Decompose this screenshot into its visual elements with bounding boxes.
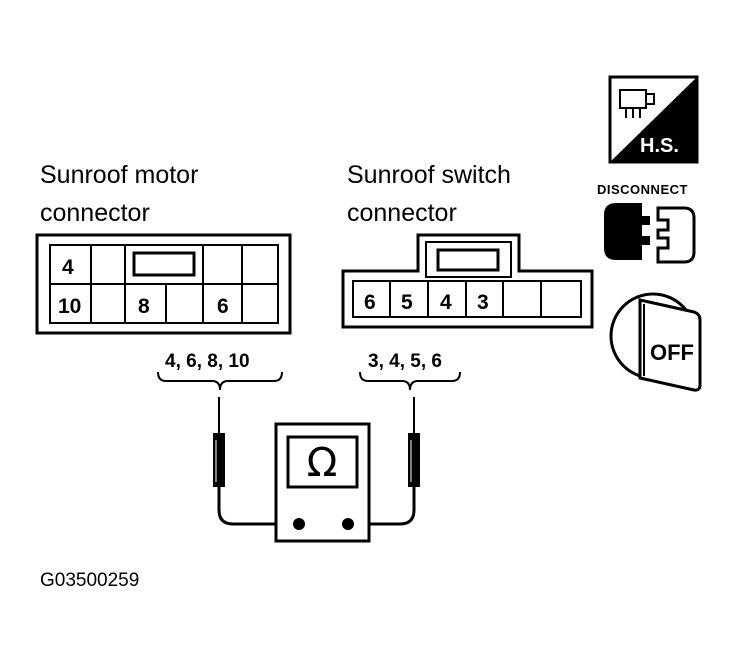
- switch-brace: [359, 371, 461, 391]
- motor-test-pins: 4, 6, 8, 10: [165, 351, 250, 372]
- switch-connector-label-line2: connector: [347, 199, 457, 227]
- motor-connector-label-line2: connector: [40, 199, 150, 227]
- ohmmeter-group: Ω: [213, 397, 420, 543]
- right-probe: [408, 397, 420, 487]
- motor-connector-group: Sunroof motor connector 4 10 8 6 4, 6, 8…: [35, 161, 292, 391]
- switch-connector-group: Sunroof switch connector 6 5 4 3 3, 4, 5…: [341, 161, 594, 391]
- motor-pin-6: 6: [217, 295, 229, 318]
- disconnect-plug-left: [604, 203, 650, 260]
- motor-pin-10: 10: [58, 295, 81, 318]
- switch-pin-3: 3: [477, 291, 489, 314]
- hs-label: H.S.: [640, 135, 679, 157]
- ohmmeter-terminal-right: [342, 518, 354, 530]
- switch-connector-label-line1: Sunroof switch: [347, 161, 511, 189]
- ohmmeter-terminal-left: [293, 518, 305, 530]
- motor-connector-label-line1: Sunroof motor: [40, 161, 198, 189]
- switch-pin-5: 5: [401, 291, 413, 314]
- motor-pin-4: 4: [62, 256, 74, 279]
- switch-pin-4: 4: [440, 291, 452, 314]
- ohmmeter-display: [286, 435, 359, 489]
- ohm-symbol: Ω: [307, 440, 338, 486]
- harness-side-icon: H.S.: [608, 75, 699, 164]
- disconnect-label: DISCONNECT: [597, 182, 688, 197]
- ignition-off-icon: OFF: [609, 292, 702, 392]
- switch-test-pins: 3, 4, 5, 6: [368, 351, 442, 372]
- motor-connector-body: [35, 233, 292, 335]
- switch-pin-6: 6: [364, 291, 376, 314]
- motor-brace: [157, 371, 283, 391]
- figure-code: G03500259: [40, 570, 139, 591]
- disconnect-plug-right: [656, 206, 696, 264]
- motor-pin-8: 8: [138, 295, 150, 318]
- disconnect-icon: DISCONNECT: [597, 182, 696, 264]
- left-probe: [213, 397, 225, 487]
- off-label: OFF: [650, 340, 694, 365]
- left-probe-lead: [217, 485, 299, 526]
- right-probe-lead: [348, 485, 416, 526]
- switch-connector-body: [341, 233, 594, 329]
